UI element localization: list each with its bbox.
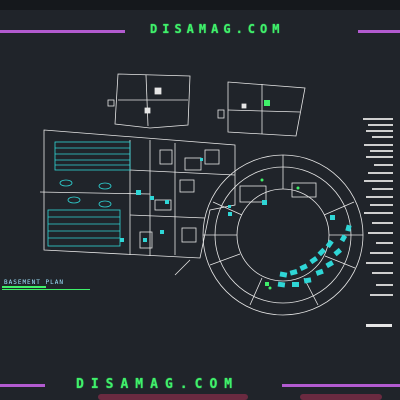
circle-green-marks [260,178,300,290]
top-toolbar-strip [0,0,400,10]
upper-left-block [107,73,191,129]
seating-arc [228,200,352,288]
header-divider-right [358,30,400,33]
plan-title: BASEMENT PLAN [4,279,64,286]
pool-lower [47,196,121,247]
fixtures [120,158,231,242]
header-divider-left [0,30,125,33]
watermark-bottom: DISAMAG.COM [76,377,240,392]
bottom-cropped-text [0,394,400,400]
upper-right-block [217,81,306,137]
plan-title-underline-thin [2,289,90,290]
pool-upper [54,141,131,190]
notes-legend [363,118,393,327]
watermark-top: DISAMAG.COM [150,22,285,36]
circular-hall [174,154,364,316]
footer-divider-left [0,384,45,387]
plan-title-underline [2,286,46,288]
footer-divider-right [282,384,400,387]
main-building [39,129,236,259]
